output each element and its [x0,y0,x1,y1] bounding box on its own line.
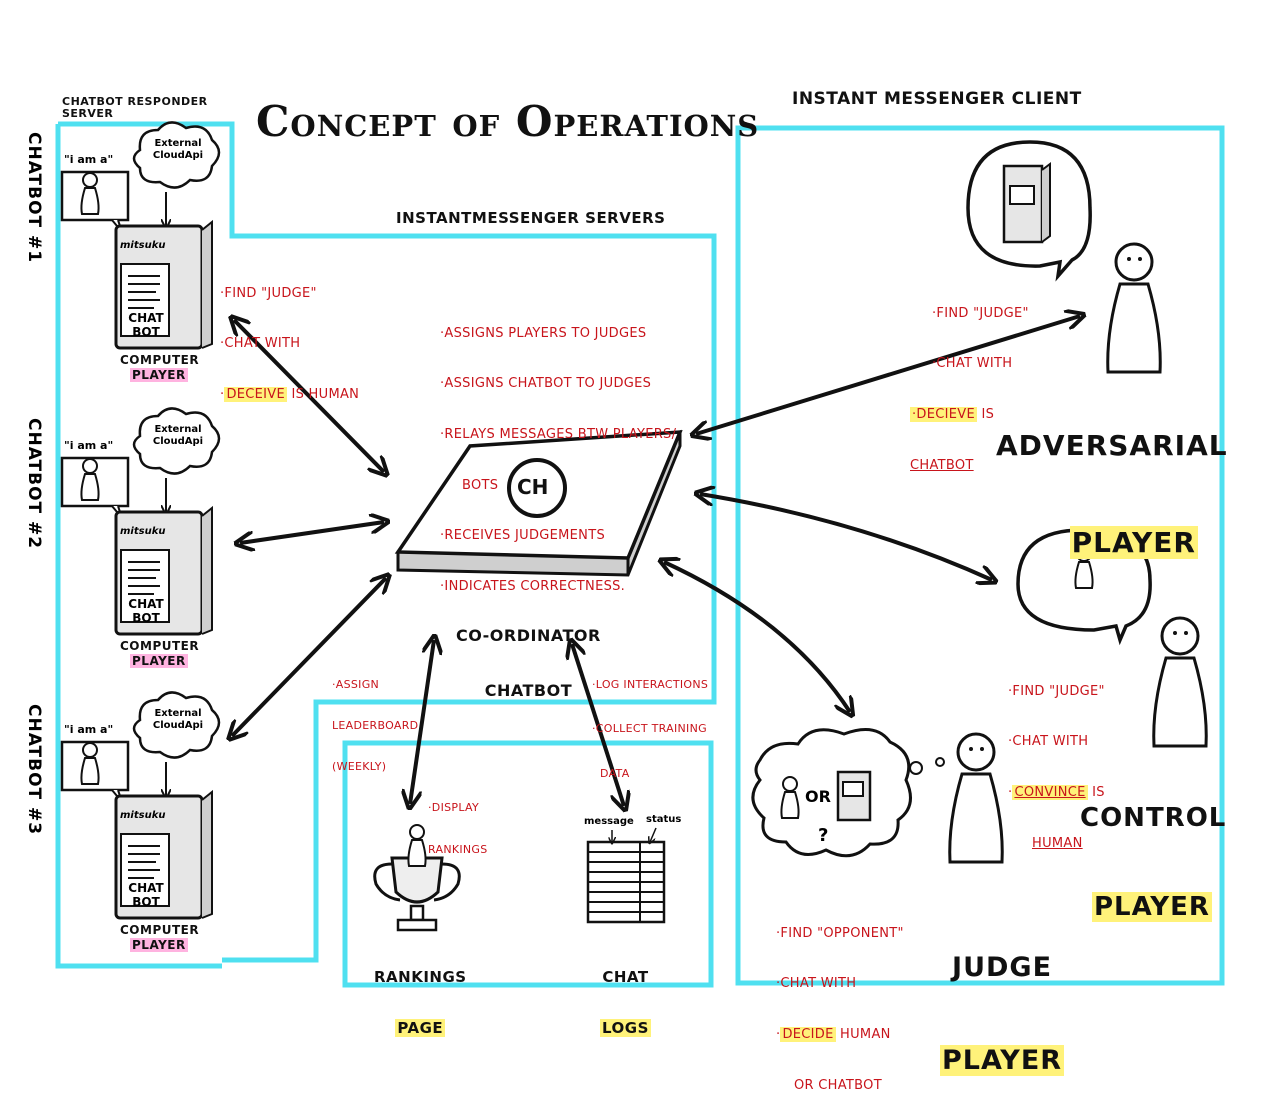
cloud-api-label: External CloudApi [152,138,204,161]
computer-notes: ·Find "Judge" ·Chat with ·Deceive is Hum… [220,285,360,403]
coordinator-label: Co-ordinator Chatbot [456,625,601,700]
chat-logs-label[interactable]: Chat Logs [600,967,651,1038]
judge-player-title: Judge Player [940,952,1065,1077]
speech-bubble-text: "i am a" [64,153,114,166]
cloud-api-label: External CloudApi [152,708,204,731]
judge-or-text: or [805,787,831,806]
control-player-title: Control Player [1080,802,1227,923]
server-brand: mitsuku [120,810,166,821]
server-screen-text: CHAT BOT [128,597,164,625]
judge-player-figure [948,732,1004,864]
chatbot-3-label: CHATBOT #3 [24,704,44,836]
responder-server-box [58,121,717,963]
control-notes: ·Find "Judge" ·Chat with ·Convince is Hu… [1008,683,1105,851]
web-output-box [342,740,714,988]
control-player-figure [1152,616,1208,748]
log-note: ·Log interactions ·Collect training data [592,677,709,780]
coordinator-duties: ·Assigns players to judges ·Assigns chat… [440,325,677,595]
assign-note: ·Assign Leaderboard (weekly) [332,677,419,774]
judge-question: ? [818,825,829,846]
speech-bubble-text: "i am a" [64,439,114,452]
coordinator-logo: CH [517,475,549,499]
server-brand: mitsuku [120,240,166,251]
im-servers-label: INSTANTMESSENGER SERVERS [396,209,666,227]
computer-caption: COMPUTER [120,353,200,367]
chatbot-2-label: CHATBOT #2 [24,418,44,550]
server-screen-text: CHAT BOT [128,311,164,339]
concept-diagram: Concept of Operations CHATBOT RESPONDER … [24,89,1228,1092]
adversarial-notes: ·Find "Judge" ·Chat with ·Decieve is Cha… [910,305,1029,473]
rankings-note: ·Display Rankings [428,800,488,857]
diagram-drawing [55,121,1225,988]
rankings-page-label[interactable]: Rankings Page [374,967,467,1038]
responder-server-label: CHATBOT RESPONDER SERVER [62,95,208,121]
player-caption: PLAYER [130,654,188,668]
log-column-message: message [584,816,634,827]
server-screen-text: CHAT BOT [128,881,164,909]
player-caption: PLAYER [130,938,188,952]
speech-bubble-text: "i am a" [64,723,114,736]
computer-caption: COMPUTER [120,639,200,653]
judge-notes: ·Find "Opponent" ·Chat with ·Decide Huma… [776,925,904,1093]
cloud-api-label: External CloudApi [152,424,204,447]
adversarial-player-figure [1106,242,1162,374]
log-column-status: status [646,814,682,825]
server-brand: mitsuku [120,526,166,537]
player-caption: PLAYER [130,368,188,382]
im-client-label: INSTANT MESSENGER CLIENT [792,89,1082,109]
adversarial-player-title: Adversarial Player [996,429,1228,559]
page-title: Concept of Operations [256,97,760,146]
computer-caption: COMPUTER [120,923,200,937]
chatbot-1-label: CHATBOT #1 [24,132,44,264]
